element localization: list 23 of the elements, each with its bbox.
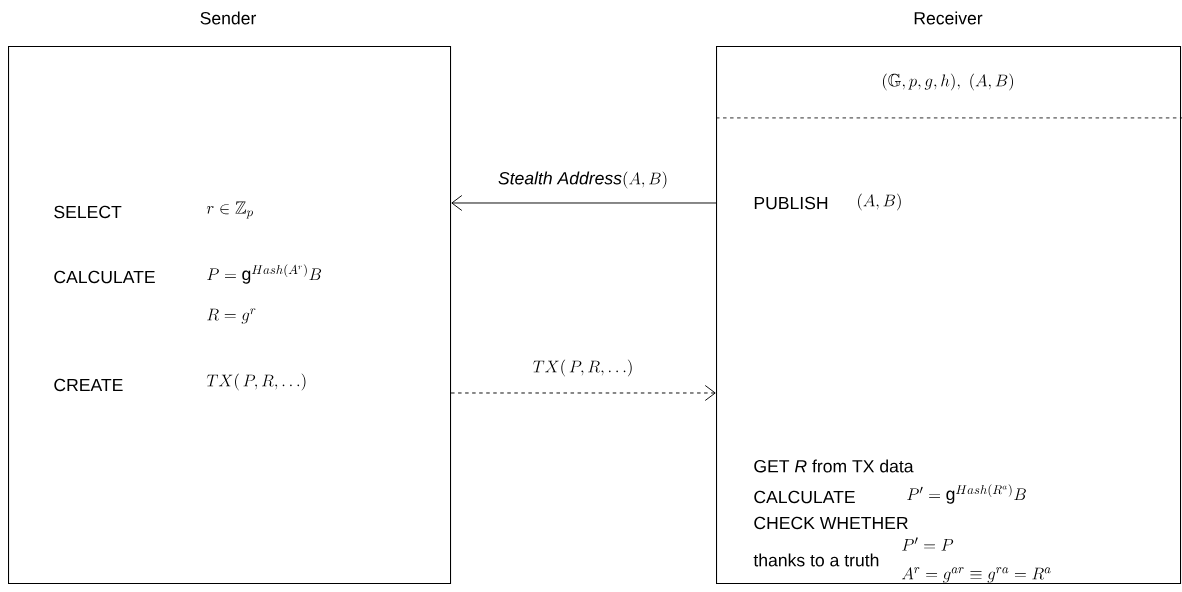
formula: $r \in \mathbb{Z}_p$ xyxy=(206,201,253,219)
action-keyword: CREATE xyxy=(54,378,123,392)
formula: $A^r = g^{ar} \equiv g^{ra} = R^a$ xyxy=(902,567,1051,583)
heading: Receiver xyxy=(914,11,983,25)
instruction-text: GET R from TX data xyxy=(754,459,914,473)
edge-label: $\textit{Stealth Address}(A,B)$ xyxy=(496,170,670,190)
parameters-formula: $(\mathbb{G},p,g,h),\ (A,B)$ xyxy=(883,73,1013,91)
formula: $(A,B)$ xyxy=(858,193,901,211)
arrow xyxy=(451,195,717,211)
formula: $P' = \mathrm{g}^{Hash(R^a)}B$ xyxy=(907,484,1026,504)
action-keyword: SELECT xyxy=(54,205,122,219)
arrow xyxy=(450,385,716,401)
action-keyword: CALCULATE xyxy=(54,270,155,284)
action-keyword: PUBLISH xyxy=(754,196,828,210)
action-keyword: CALCULATE xyxy=(754,490,855,504)
formula: $P' = P$ xyxy=(902,537,954,551)
action-keyword: CHECK WHETHER xyxy=(754,516,908,530)
formula: $R = g^r$ xyxy=(207,308,256,324)
edge-label: $TX(\,P,R,\ldots)$ xyxy=(531,358,635,378)
formula: $TX(\,P,R,\ldots)$ xyxy=(206,373,306,391)
note-text: thanks to a truth xyxy=(753,553,879,567)
formula: $P = \mathrm{g}^{Hash(A^r)}B$ xyxy=(207,264,322,284)
heading: Sender xyxy=(200,11,257,25)
